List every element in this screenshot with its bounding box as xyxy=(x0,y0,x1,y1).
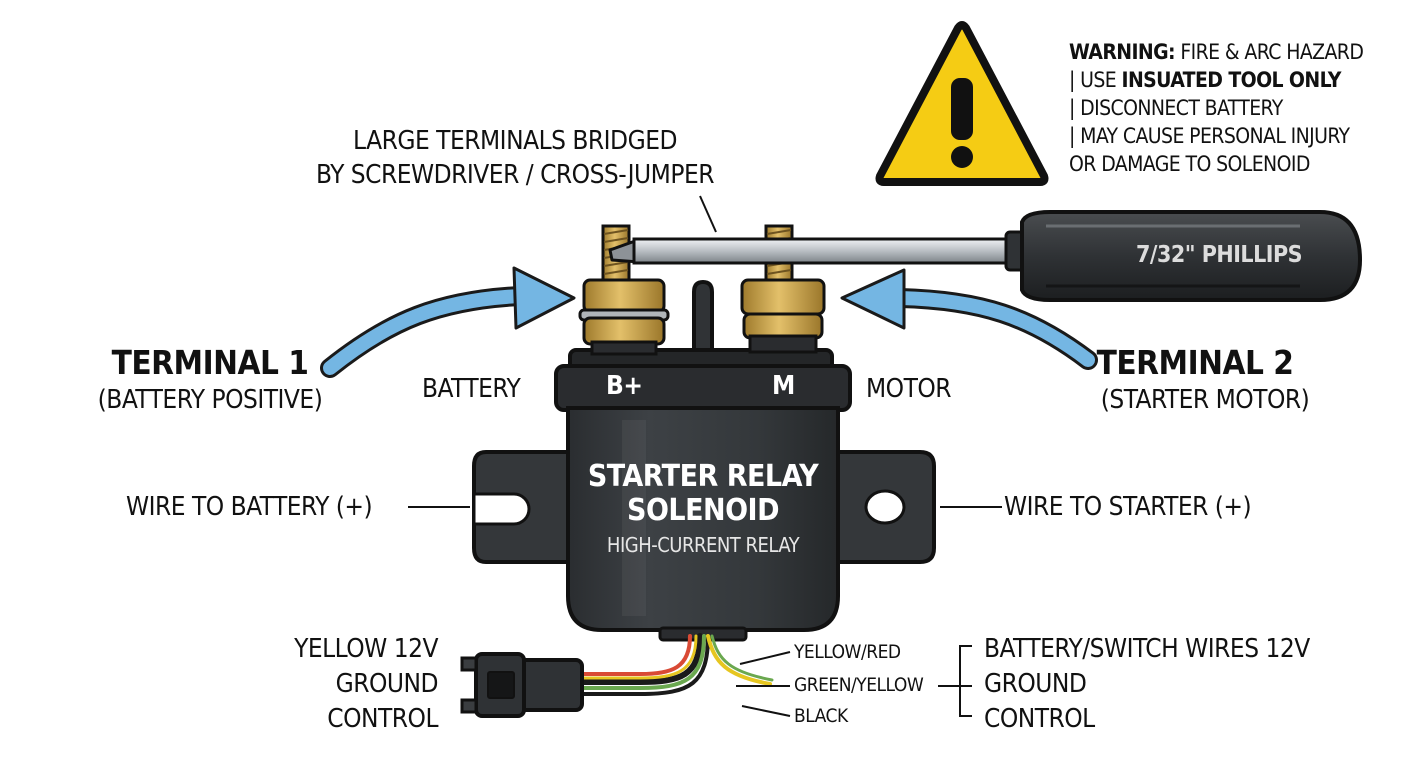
connector-left-line1: YELLOW 12V xyxy=(294,634,438,664)
terminal1-title: TERMINAL 1 xyxy=(111,343,309,382)
left-post-mark: B+ xyxy=(606,371,643,401)
warning-line5: OR DAMAGE TO SOLENOID xyxy=(1069,152,1310,176)
wire-color-black: BLACK xyxy=(794,705,848,727)
connector-plug-icon xyxy=(460,652,584,718)
warning-line2-bold: INSUATED TOOL ONLY xyxy=(1121,68,1342,92)
warning-line1: FIRE & ARC HAZARD xyxy=(1174,40,1364,64)
warning-line2-prefix: | USE xyxy=(1069,68,1122,92)
bridge-callout: LARGE TERMINALS BRIDGED BY SCREWDRIVER /… xyxy=(260,124,770,192)
terminal2-arrow xyxy=(840,268,1098,370)
wire-to-battery-label: WIRE TO BATTERY (+) xyxy=(126,492,373,522)
warning-heading: WARNING: xyxy=(1069,40,1176,64)
connector-left-line3: CONTROL xyxy=(327,704,438,734)
relay-subtitle: HIGH-CURRENT RELAY xyxy=(606,533,800,557)
warning-triangle-icon xyxy=(875,21,1049,186)
connector-right-line1: BATTERY/SWITCH WIRES 12V xyxy=(984,634,1310,664)
relay-body xyxy=(554,279,852,642)
terminal1-subtitle: (BATTERY POSITIVE) xyxy=(97,385,323,415)
connector-right-line2: GROUND xyxy=(984,669,1087,699)
motor-post-label: MOTOR xyxy=(866,374,952,404)
screwdriver-icon xyxy=(608,210,1363,302)
relay-title: STARTER RELAY SOLENOID xyxy=(568,460,838,528)
relay-title-line2: SOLENOID xyxy=(627,493,780,528)
wire-harness xyxy=(577,633,774,696)
connector-right-line3: CONTROL xyxy=(984,704,1095,734)
connector-right-labels: BATTERY/SWITCH WIRES 12V GROUND CONTROL xyxy=(984,632,1310,737)
wire-color-yellow-red: YELLOW/RED xyxy=(794,641,901,663)
screwdriver-label: 7/32" PHILLIPS xyxy=(1136,242,1303,268)
terminal1-arrow xyxy=(320,266,576,378)
wire-to-starter-label: WIRE TO STARTER (+) xyxy=(1004,492,1252,522)
relay-title-line1: STARTER RELAY xyxy=(587,459,819,494)
warning-line4: | MAY CAUSE PERSONAL INJURY xyxy=(1069,124,1350,148)
bridge-callout-line1: LARGE TERMINALS BRIDGED xyxy=(352,126,678,156)
terminal2-subtitle: (STARTER MOTOR) xyxy=(1100,385,1310,415)
right-post-mark: M xyxy=(772,371,795,401)
wire-color-green-yellow: GREEN/YELLOW xyxy=(794,674,924,696)
terminal2-title: TERMINAL 2 xyxy=(1096,343,1294,382)
connector-left-labels: YELLOW 12V GROUND CONTROL xyxy=(236,632,438,737)
callout-leader-line xyxy=(699,195,717,233)
left-terminal-post xyxy=(578,224,670,356)
battery-post-label: BATTERY xyxy=(422,374,521,404)
warning-text: WARNING: FIRE & ARC HAZARD | USE INSUATE… xyxy=(1069,38,1364,178)
connector-left-line2: GROUND xyxy=(335,669,439,699)
warning-line3: | DISCONNECT BATTERY xyxy=(1069,96,1283,120)
bridge-callout-line2: BY SCREWDRIVER / CROSS-JUMPER xyxy=(315,160,715,190)
wire-label-leaders xyxy=(408,506,1002,717)
